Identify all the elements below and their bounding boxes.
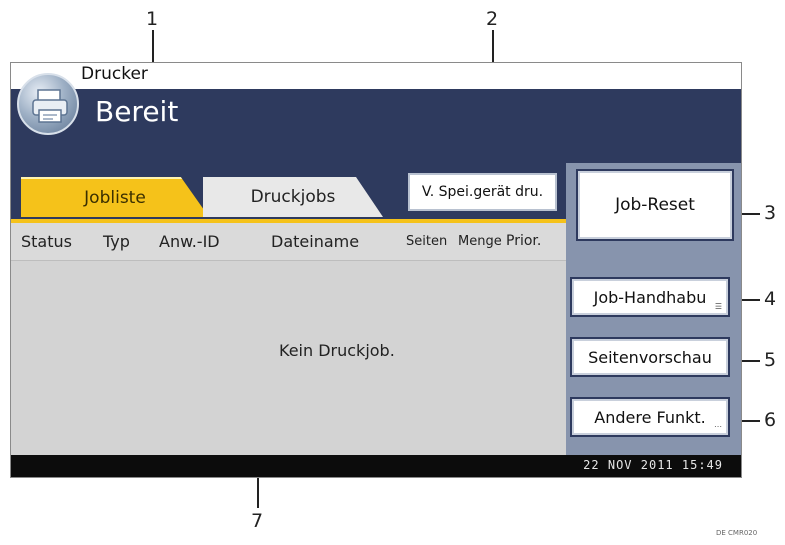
callout-6-line xyxy=(728,420,760,422)
column-header-menge: Menge xyxy=(458,234,502,249)
column-header-prior: Prior. xyxy=(506,233,542,249)
column-header-typ: Typ xyxy=(103,232,130,251)
page-preview-button[interactable]: Seitenvorschau xyxy=(570,337,730,377)
list-icon: ☰ xyxy=(714,302,722,311)
column-header-row: Status Typ Anw.-ID Dateiname Seiten Meng… xyxy=(11,223,566,261)
tab-druckjobs[interactable]: Druckjobs xyxy=(203,177,383,217)
callout-6: 6 xyxy=(764,409,777,431)
other-functions-button[interactable]: Andere Funkt. ⋯ xyxy=(570,397,730,437)
app-title: Drucker xyxy=(81,64,148,84)
column-header-dateiname: Dateiname xyxy=(271,232,360,251)
printer-icon xyxy=(17,73,79,135)
date-time: 22 NOV 2011 15:49 xyxy=(583,458,723,472)
panel-header: Drucker Bereit xyxy=(11,63,741,163)
image-code: DE CMR020 xyxy=(716,529,758,537)
print-from-storage-label: V. Spei.gerät dru. xyxy=(421,184,544,200)
header-top-strip xyxy=(11,63,741,89)
callout-7: 7 xyxy=(251,510,264,532)
job-reset-label: Job-Reset xyxy=(615,195,695,215)
column-header-status: Status xyxy=(21,232,72,251)
tab-druckjobs-label: Druckjobs xyxy=(250,187,336,207)
tab-jobliste-label: Jobliste xyxy=(84,188,146,208)
callout-2: 2 xyxy=(486,8,499,30)
callout-1-line xyxy=(152,30,154,80)
more-icon: ⋯ xyxy=(714,422,722,431)
callout-3: 3 xyxy=(764,202,777,224)
other-functions-label: Andere Funkt. xyxy=(594,407,706,427)
tab-underline xyxy=(11,219,566,223)
print-from-storage-button[interactable]: V. Spei.gerät dru. xyxy=(406,171,559,213)
callout-4-line xyxy=(728,299,760,301)
tab-bar: Jobliste Druckjobs V. Spei.gerät dru. xyxy=(11,163,566,223)
callout-3-line xyxy=(728,213,760,215)
status-footer: 22 NOV 2011 15:49 xyxy=(11,455,741,477)
status-text: Bereit xyxy=(95,95,179,128)
job-handling-button[interactable]: Job-Handhabu ☰ xyxy=(570,277,730,317)
callout-5-line xyxy=(728,360,760,362)
side-button-panel: Job-Reset Job-Handhabu ☰ Seitenvorschau … xyxy=(566,163,741,455)
column-header-anw-id: Anw.-ID xyxy=(159,232,220,251)
printer-panel: Drucker Bereit Jobliste Druckjobs V. Spe… xyxy=(10,62,742,478)
column-header-seiten: Seiten xyxy=(406,234,448,249)
job-reset-button[interactable]: Job-Reset xyxy=(576,169,734,241)
callout-1: 1 xyxy=(146,8,159,30)
job-handling-label: Job-Handhabu xyxy=(593,287,707,307)
tab-jobliste[interactable]: Jobliste xyxy=(21,177,209,217)
job-list-area: Jobliste Druckjobs V. Spei.gerät dru. St… xyxy=(11,163,566,455)
callout-5: 5 xyxy=(764,349,777,371)
empty-list-message: Kein Druckjob. xyxy=(279,341,395,360)
page-preview-label: Seitenvorschau xyxy=(588,347,712,367)
callout-4: 4 xyxy=(764,288,777,310)
